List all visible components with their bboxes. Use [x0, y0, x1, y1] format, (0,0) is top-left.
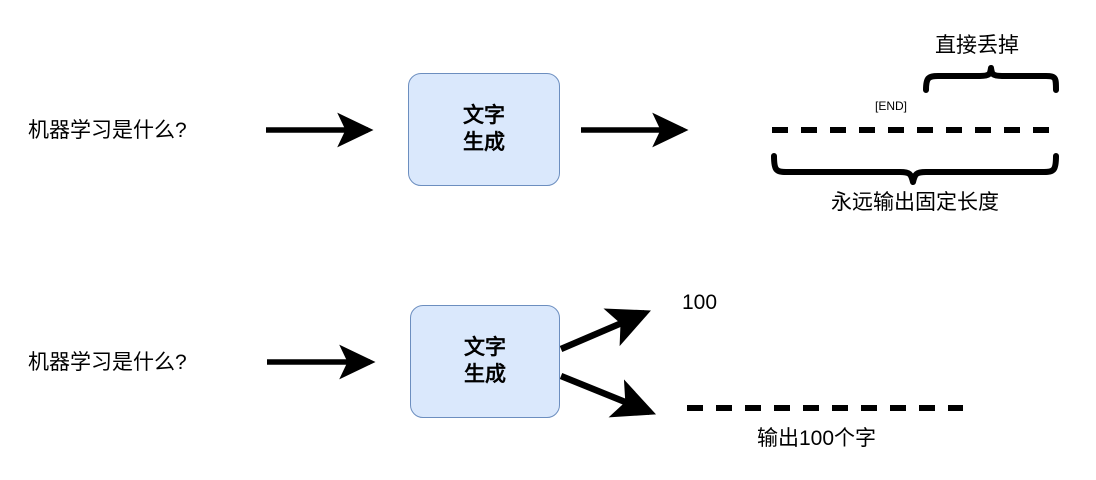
arrow-process-to-count — [559, 308, 651, 352]
brace-fixed-length — [771, 153, 1059, 185]
process-box-top-line1: 文字 — [463, 103, 505, 127]
length-count-label: 100 — [682, 291, 718, 314]
output-length-annotation-label: 输出100个字 — [757, 427, 877, 450]
arrow-process-to-output-bottom — [559, 372, 657, 418]
process-box-bottom-line2: 生成 — [464, 362, 506, 386]
end-token-label: [END] — [875, 99, 908, 113]
discard-annotation-label: 直接丢掉 — [935, 34, 1019, 57]
prompt-label-top: 机器学习是什么? — [28, 119, 187, 142]
process-box-text-generation-top[interactable]: 文字 生成 — [408, 73, 560, 186]
fixed-length-annotation-label: 永远输出固定长度 — [831, 191, 999, 214]
process-box-bottom-line1: 文字 — [464, 335, 506, 359]
process-box-top-line2: 生成 — [463, 130, 505, 154]
process-box-text-generation-bottom[interactable]: 文字 生成 — [410, 305, 560, 418]
prompt-label-bottom: 机器学习是什么? — [28, 351, 187, 374]
brace-discarded — [923, 65, 1059, 93]
